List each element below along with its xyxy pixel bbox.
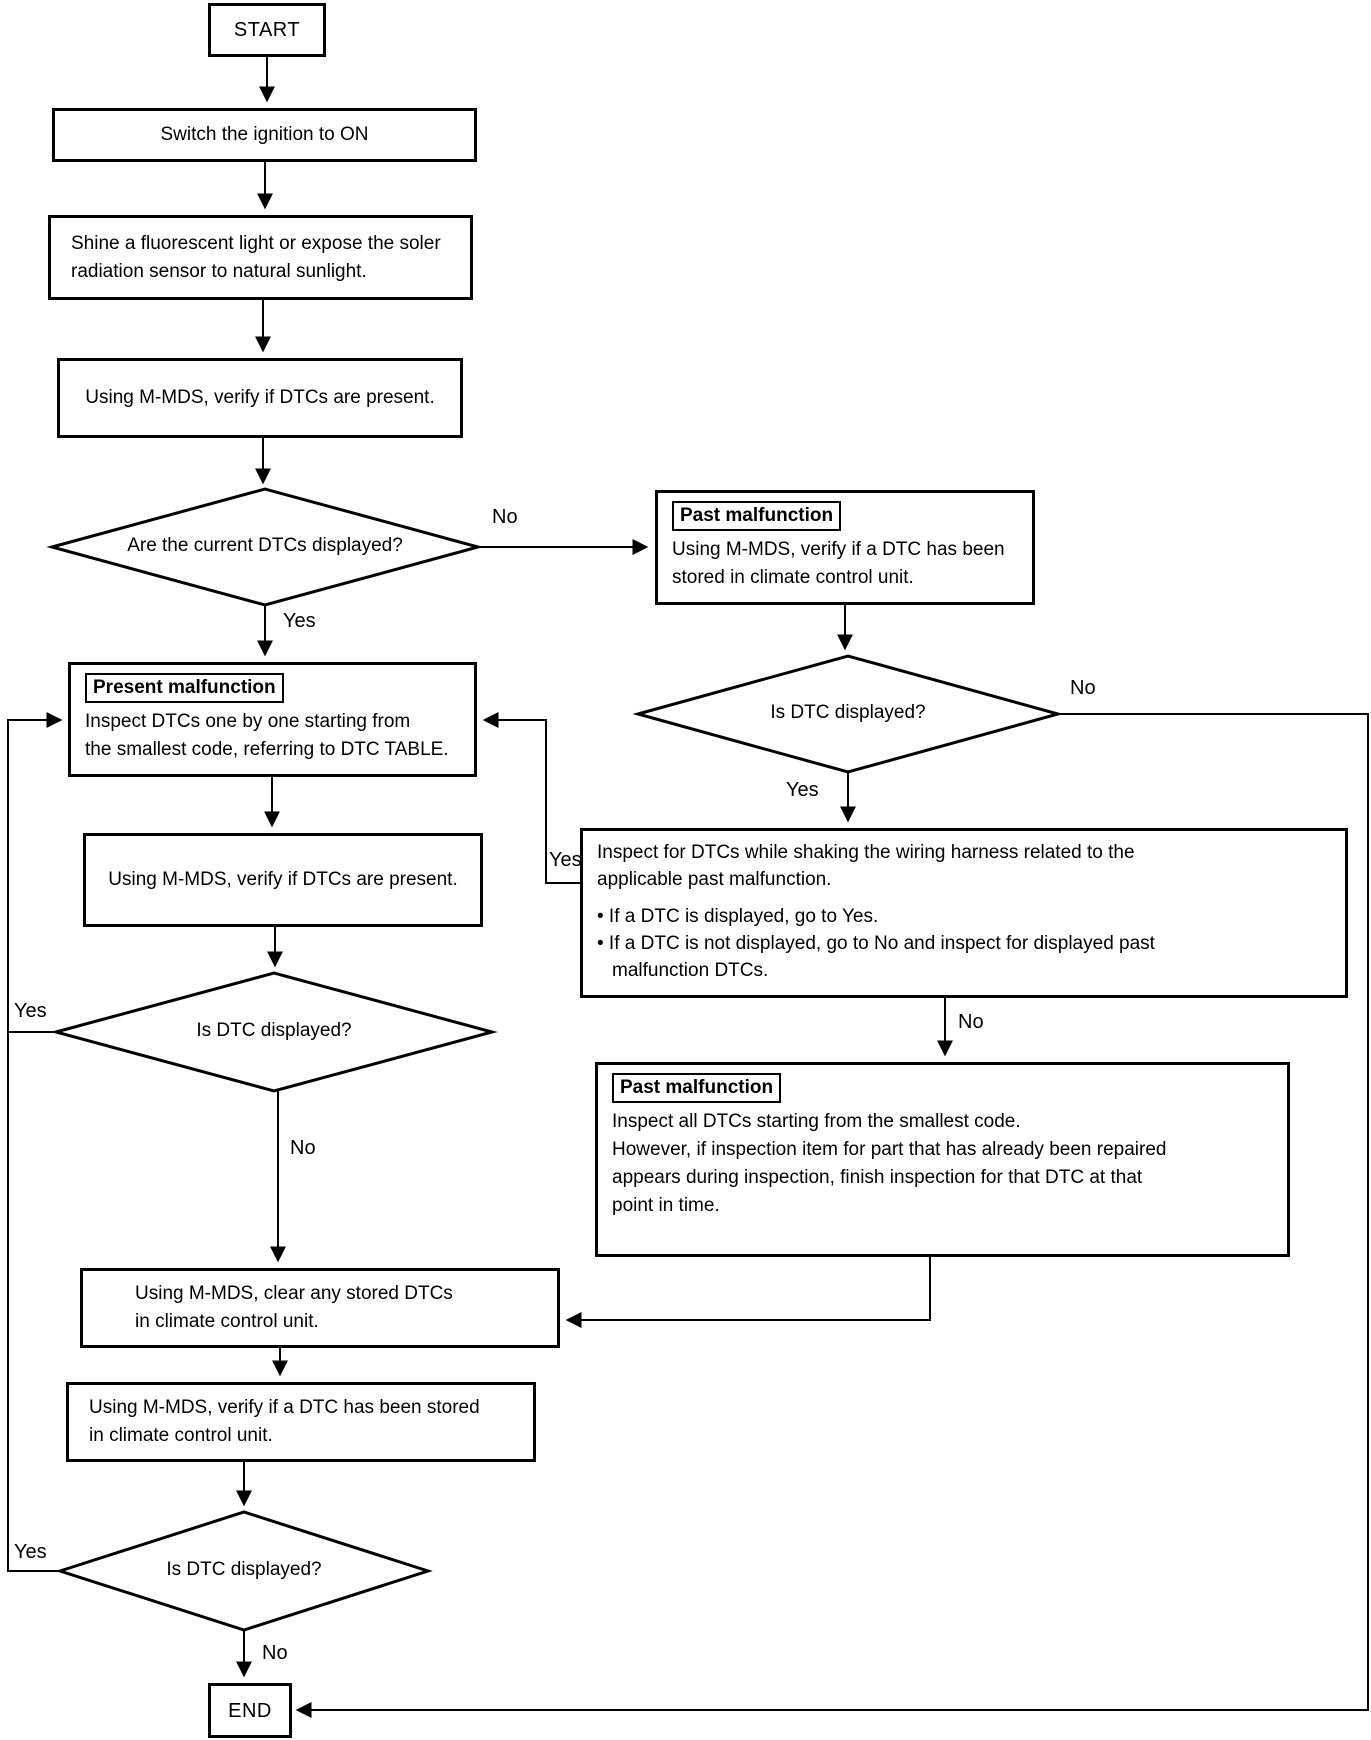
decision3-no-label: No bbox=[290, 1137, 316, 1159]
shake-harness-line2: applicable past malfunction. bbox=[597, 869, 832, 890]
decision-dtc-displayed-mid-label: Is DTC displayed? bbox=[196, 1020, 352, 1041]
decision4-no-label: No bbox=[262, 1642, 288, 1664]
decision2-yes-label: Yes bbox=[786, 779, 819, 801]
edge-shake-yes-loop bbox=[482, 712, 580, 884]
past-malfunction-2-tag: Past malfunction bbox=[612, 1073, 782, 1103]
edge-left-yes-loop bbox=[7, 712, 63, 1572]
verify-stored-line1: Using M-MDS, verify if a DTC has been st… bbox=[89, 1397, 480, 1418]
past-malfunction-2-line2: However, if inspection item for part tha… bbox=[612, 1139, 1167, 1160]
shake-harness-bullet2-line1: • If a DTC is not displayed, go to No an… bbox=[597, 933, 1155, 954]
shake-harness-line1: Inspect for DTCs while shaking the wirin… bbox=[597, 842, 1135, 863]
verify-dtcs-1-text: Using M-MDS, verify if DTCs are present. bbox=[85, 387, 435, 408]
process-past-malfunction-1: Past malfunction Using M-MDS, verify if … bbox=[655, 490, 1035, 605]
clear-dtcs-line1: Using M-MDS, clear any stored DTCs bbox=[135, 1283, 453, 1304]
present-malfunction-line2: the smallest code, referring to DTC TABL… bbox=[85, 739, 449, 760]
process-present-malfunction: Present malfunction Inspect DTCs one by … bbox=[68, 662, 477, 777]
shake-harness-yes-label: Yes bbox=[549, 849, 582, 871]
decision-current-dtcs-label: Are the current DTCs displayed? bbox=[127, 535, 403, 556]
edge-pastinspect-to-clear bbox=[565, 1257, 931, 1328]
process-verify-dtcs-1: Using M-MDS, verify if DTCs are present. bbox=[57, 358, 463, 438]
process-verify-dtcs-2: Using M-MDS, verify if DTCs are present. bbox=[83, 833, 483, 927]
decision-current-dtcs-shape bbox=[46, 487, 484, 607]
past-malfunction-2-line3: appears during inspection, finish inspec… bbox=[612, 1167, 1143, 1188]
shake-harness-bullet2-line2: malfunction DTCs. bbox=[612, 960, 769, 981]
shine-light-line1: Shine a fluorescent light or expose the … bbox=[71, 232, 441, 254]
process-shake-harness: Inspect for DTCs while shaking the wirin… bbox=[580, 828, 1348, 998]
edge-decision2-no-to-end bbox=[295, 713, 1369, 1718]
past-malfunction-1-line1: Using M-MDS, verify if a DTC has been bbox=[672, 539, 1005, 560]
end-node: END bbox=[208, 1683, 292, 1738]
past-malfunction-1-tag: Past malfunction bbox=[672, 501, 842, 531]
decision1-no-label: No bbox=[492, 506, 518, 528]
decision-dtc-displayed-bottom-shape bbox=[55, 1510, 433, 1632]
decision4-yes-label: Yes bbox=[14, 1541, 47, 1563]
decision-dtc-displayed-bottom-label: Is DTC displayed? bbox=[166, 1559, 322, 1580]
shake-harness-no-label: No bbox=[958, 1011, 984, 1033]
past-malfunction-2-line1: Inspect all DTCs starting from the small… bbox=[612, 1111, 1021, 1132]
process-shine-light: Shine a fluorescent light or expose the … bbox=[48, 215, 473, 300]
decision2-no-label: No bbox=[1070, 677, 1096, 699]
start-node: START bbox=[208, 3, 326, 57]
decision-dtc-displayed-mid-shape bbox=[50, 971, 498, 1093]
shake-harness-bullet1: • If a DTC is displayed, go to Yes. bbox=[597, 906, 879, 927]
decision3-yes-label: Yes bbox=[14, 1000, 47, 1022]
start-label: START bbox=[233, 19, 301, 41]
process-past-malfunction-2: Past malfunction Inspect all DTCs starti… bbox=[595, 1062, 1290, 1257]
shine-light-line2: radiation sensor to natural sunlight. bbox=[71, 260, 367, 282]
verify-dtcs-2-text: Using M-MDS, verify if DTCs are present. bbox=[108, 869, 458, 890]
past-malfunction-2-line4: point in time. bbox=[612, 1195, 720, 1216]
clear-dtcs-line2: in climate control unit. bbox=[135, 1311, 319, 1332]
present-malfunction-tag: Present malfunction bbox=[85, 673, 284, 703]
switch-ignition-text: Switch the ignition to ON bbox=[160, 124, 369, 145]
present-malfunction-line1: Inspect DTCs one by one starting from bbox=[85, 711, 411, 732]
decision-dtc-displayed-right-label: Is DTC displayed? bbox=[770, 702, 926, 723]
process-verify-stored-dtc: Using M-MDS, verify if a DTC has been st… bbox=[66, 1382, 536, 1462]
process-switch-ignition: Switch the ignition to ON bbox=[52, 108, 477, 162]
decision-dtc-displayed-right-shape bbox=[632, 654, 1064, 774]
verify-stored-line2: in climate control unit. bbox=[89, 1425, 273, 1446]
decision1-yes-label: Yes bbox=[283, 610, 316, 632]
past-malfunction-1-line2: stored in climate control unit. bbox=[672, 567, 914, 588]
process-clear-dtcs: Using M-MDS, clear any stored DTCs in cl… bbox=[80, 1268, 560, 1348]
end-label: END bbox=[228, 1699, 272, 1722]
